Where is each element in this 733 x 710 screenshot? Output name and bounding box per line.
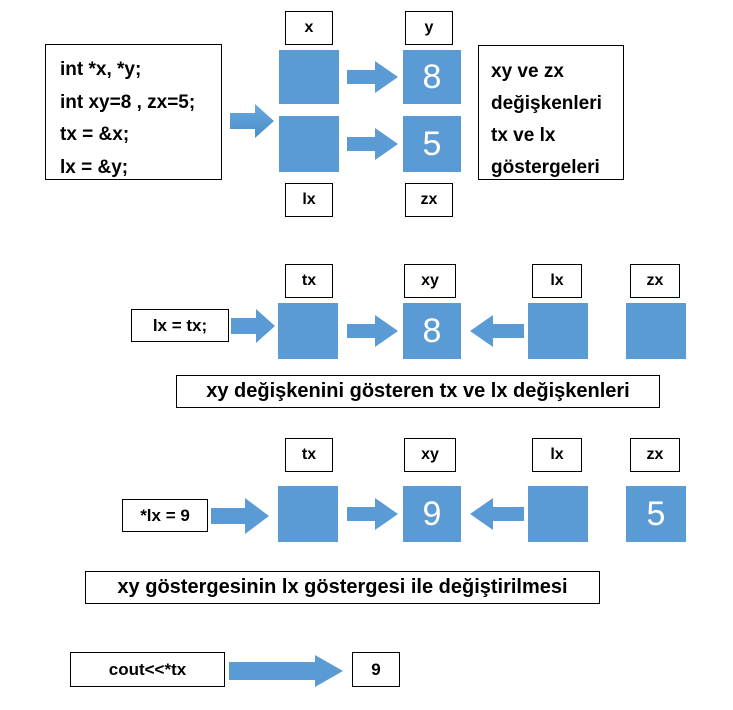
note-panel: xy ve zx değişkenleri tx ve lx göstergel… xyxy=(478,45,624,180)
blue-box-lx-pointer xyxy=(279,116,339,172)
note-line: göstergeleri xyxy=(491,156,600,178)
label-text-lx-s2: lx xyxy=(550,271,564,289)
label-text-tx-s3: tx xyxy=(301,445,317,463)
label-box-tx-s2: tx xyxy=(285,264,333,298)
value-zx-s3: 5 xyxy=(646,495,666,533)
label-box-lx: lx xyxy=(285,183,333,217)
caption-box-s3: xy göstergesinin lx göstergesi ile değiş… xyxy=(85,571,600,604)
value-zx: 5 xyxy=(422,125,442,163)
blue-box-lx-s3 xyxy=(528,486,588,542)
output-box: 9 xyxy=(352,652,400,687)
label-box-lx-s3: lx xyxy=(532,438,582,472)
label-text-y: y xyxy=(424,18,434,36)
label-text-tx-s2: tx xyxy=(301,271,317,289)
arrow-left-lx-to-xy-s2 xyxy=(468,313,526,349)
blue-box-tx-s3 xyxy=(278,486,338,542)
label-box-xy-s3: xy xyxy=(404,438,456,472)
blue-box-xy-s3: 9 xyxy=(403,486,461,542)
arrow-right-x-to-y xyxy=(345,59,400,95)
arrow-right-code-to-pointers xyxy=(228,101,276,141)
note-line: tx ve lx xyxy=(491,124,556,146)
statement-text-assign-lx: lx = tx; xyxy=(152,315,208,335)
code-line: int *x, *y; xyxy=(60,59,142,80)
label-box-lx-s2: lx xyxy=(532,264,582,298)
caption-text-s2: xy değişkenini gösteren tx ve lx değişke… xyxy=(206,380,630,402)
label-text-zx-s3: zx xyxy=(646,445,664,463)
label-text-lx-s3: lx xyxy=(550,445,564,463)
arrow-right-tx-to-xy-s2 xyxy=(345,313,400,349)
blue-box-zx-value: 5 xyxy=(403,116,461,172)
statement-text-deref-assign: *lx = 9 xyxy=(140,505,190,525)
caption-text-s3: xy göstergesinin lx göstergesi ile değiş… xyxy=(117,576,568,598)
label-text-xy-s3: xy xyxy=(421,445,439,463)
output-value: 9 xyxy=(371,659,381,679)
blue-box-lx-s2 xyxy=(528,303,588,359)
blue-box-y-value: 8 xyxy=(403,50,461,104)
blue-box-zx-s2 xyxy=(626,303,686,359)
code-line: int xy=8 , zx=5; xyxy=(60,91,196,113)
label-text-xy-s2: xy xyxy=(421,271,439,289)
label-text-zx-s2: zx xyxy=(646,271,664,289)
arrow-right-cout-to-output xyxy=(227,653,345,689)
note-line: değişkenleri xyxy=(491,92,602,114)
arrow-right-stmt-to-tx-s3 xyxy=(209,495,271,537)
caption-box-s2: xy değişkenini gösteren tx ve lx değişke… xyxy=(176,375,660,408)
blue-box-tx-s2 xyxy=(278,303,338,359)
label-text-x: x xyxy=(304,18,314,36)
code-panel: int *x, *y; int xy=8 , zx=5; tx = &x; lx… xyxy=(45,44,222,180)
value-xy-s2: 8 xyxy=(422,312,442,350)
label-box-zx-s2: zx xyxy=(630,264,680,298)
blue-box-zx-s3: 5 xyxy=(626,486,686,542)
statement-text-cout: cout<<*tx xyxy=(108,659,187,679)
statement-box-cout: cout<<*tx xyxy=(70,652,225,687)
label-text-zx: zx xyxy=(420,190,438,208)
code-line: lx = &y; xyxy=(60,157,129,179)
label-box-tx-s3: tx xyxy=(285,438,333,472)
value-xy-s3: 9 xyxy=(422,495,442,533)
statement-box-assign-lx: lx = tx; xyxy=(131,309,229,342)
arrow-left-lx-to-xy-s3 xyxy=(468,496,526,532)
note-line: xy ve zx xyxy=(491,61,564,82)
code-line: tx = &x; xyxy=(60,124,130,146)
label-box-x: x xyxy=(285,11,333,45)
label-box-y: y xyxy=(405,11,453,45)
arrow-right-lx-to-zx xyxy=(345,126,400,162)
blue-box-xy-s2: 8 xyxy=(403,303,461,359)
blue-box-x-pointer xyxy=(279,50,339,104)
arrow-right-stmt-to-tx-s2 xyxy=(229,306,277,346)
label-box-zx-s3: zx xyxy=(630,438,680,472)
label-box-xy-s2: xy xyxy=(404,264,456,298)
label-text-lx: lx xyxy=(302,190,316,208)
value-y: 8 xyxy=(422,58,442,96)
arrow-right-tx-to-xy-s3 xyxy=(345,496,400,532)
statement-box-deref-assign: *lx = 9 xyxy=(122,499,208,532)
label-box-zx: zx xyxy=(405,183,453,217)
